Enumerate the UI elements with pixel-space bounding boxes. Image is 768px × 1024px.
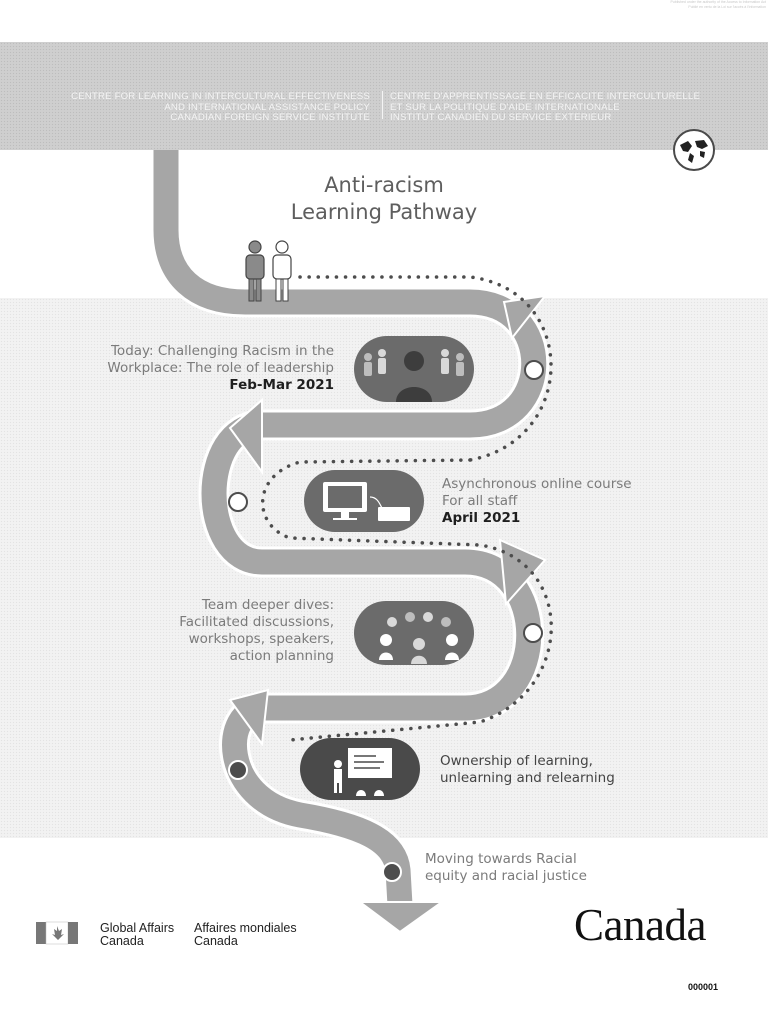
- step-4-label: Ownership of learning, unlearning and re…: [440, 753, 615, 787]
- affaires-mondiales-canada-signature: Affaires mondiales Canada: [194, 922, 297, 948]
- group-discussion-icon: [354, 601, 474, 665]
- document-number: 000001: [688, 982, 719, 992]
- arrowhead-right-1: [502, 294, 548, 341]
- step-3-line: workshops, speakers,: [188, 631, 334, 647]
- signature-line: Global Affairs: [100, 921, 175, 935]
- step-4-line: unlearning and relearning: [440, 770, 615, 786]
- signature-line: Canada: [194, 934, 238, 948]
- milestone-marker-1: [524, 360, 544, 380]
- canada-flag-icon: [36, 921, 78, 945]
- milestone-marker-2: [228, 492, 248, 512]
- signature-line: Affaires mondiales: [194, 921, 297, 935]
- title-line: Anti-racism: [324, 173, 444, 197]
- world-map-icon: [673, 129, 715, 171]
- header-french-line: INSTITUT CANADIEN DU SERVICE EXTÉRIEUR: [390, 113, 612, 123]
- travellers-icon: [245, 240, 292, 302]
- header-english-line: AND INTERNATIONAL ASSISTANCE POLICY: [164, 102, 370, 113]
- canada-wordmark: Canada: [574, 900, 706, 950]
- step-5-label: Moving towards Racial equity and racial …: [425, 851, 587, 885]
- header-french: CENTRE D'APPRENTISSAGE EN EFFICACITÉ INT…: [390, 92, 720, 124]
- step-1-date: Feb-Mar 2021: [229, 377, 334, 393]
- header-band: [0, 42, 768, 150]
- header-french-line: ET SUR LA POLITIQUE D'AIDE INTERNATIONAL…: [390, 102, 620, 113]
- signature-line: Canada: [100, 934, 144, 948]
- global-affairs-canada-signature: Global Affairs Canada: [100, 922, 174, 948]
- step-3-line: Facilitated discussions,: [179, 614, 334, 630]
- access-to-information-note: Published under the authority of the Acc…: [648, 0, 766, 9]
- leader-audience-icon: [354, 336, 474, 402]
- header-french-line: CENTRE D'APPRENTISSAGE EN EFFICACITÉ INT…: [390, 92, 701, 102]
- step-3-line: Team deeper dives:: [201, 597, 334, 613]
- step-5-line: equity and racial justice: [425, 868, 587, 884]
- header-english: CENTRE FOR LEARNING IN INTERCULTURAL EFF…: [40, 92, 370, 124]
- header-english-line: CENTRE FOR LEARNING IN INTERCULTURAL EFF…: [71, 92, 370, 102]
- diagram-title: Anti-racism Learning Pathway: [234, 172, 534, 226]
- road-path: [153, 150, 547, 906]
- milestone-marker-4: [228, 760, 248, 780]
- note-line: Published under the authority of the Acc…: [670, 0, 766, 4]
- computer-keyboard-icon: [304, 470, 424, 532]
- header-english-line: CANADIAN FOREIGN SERVICE INSTITUTE: [170, 113, 370, 123]
- step-1-label: Today: Challenging Racism in the Workpla…: [64, 343, 334, 394]
- milestone-marker-3: [523, 623, 543, 643]
- step-1-line: Today: Challenging Racism in the: [110, 343, 334, 359]
- title-line: Learning Pathway: [290, 200, 478, 224]
- header-divider: [382, 91, 383, 119]
- note-line: Publié en vertu de la Loi sur l'accès à …: [688, 4, 766, 9]
- step-2-line: Asynchronous online course: [442, 476, 632, 492]
- step-3-line: action planning: [229, 648, 334, 664]
- step-2-date: April 2021: [442, 510, 521, 526]
- step-1-line: Workplace: The role of leadership: [107, 360, 334, 376]
- step-2-label: Asynchronous online course For all staff…: [442, 476, 632, 527]
- step-5-line: Moving towards Racial: [425, 851, 577, 867]
- milestone-marker-5: [382, 862, 402, 882]
- step-4-line: Ownership of learning,: [440, 753, 593, 769]
- presenter-whiteboard-icon: [300, 738, 420, 800]
- arrowhead-left-2: [228, 688, 270, 747]
- step-3-label: Team deeper dives: Facilitated discussio…: [104, 597, 334, 665]
- step-2-line: For all staff: [442, 493, 518, 509]
- arrowhead-down-final: [357, 901, 446, 934]
- arrowhead-left-1: [228, 397, 263, 476]
